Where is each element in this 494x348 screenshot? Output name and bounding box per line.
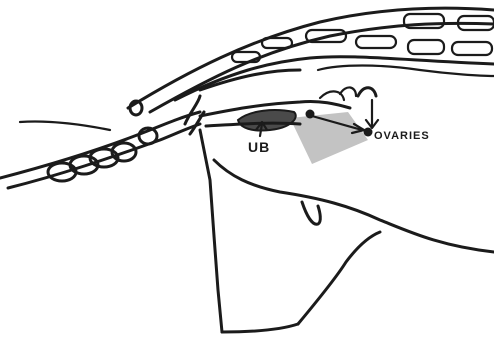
leg-outline — [200, 130, 494, 332]
bladder-label: UB — [248, 139, 270, 155]
bladder-shape — [238, 110, 296, 130]
ovary-right-marker — [364, 128, 373, 137]
ovaries-label: OVARIES — [374, 130, 430, 142]
spine-outline — [128, 8, 494, 112]
